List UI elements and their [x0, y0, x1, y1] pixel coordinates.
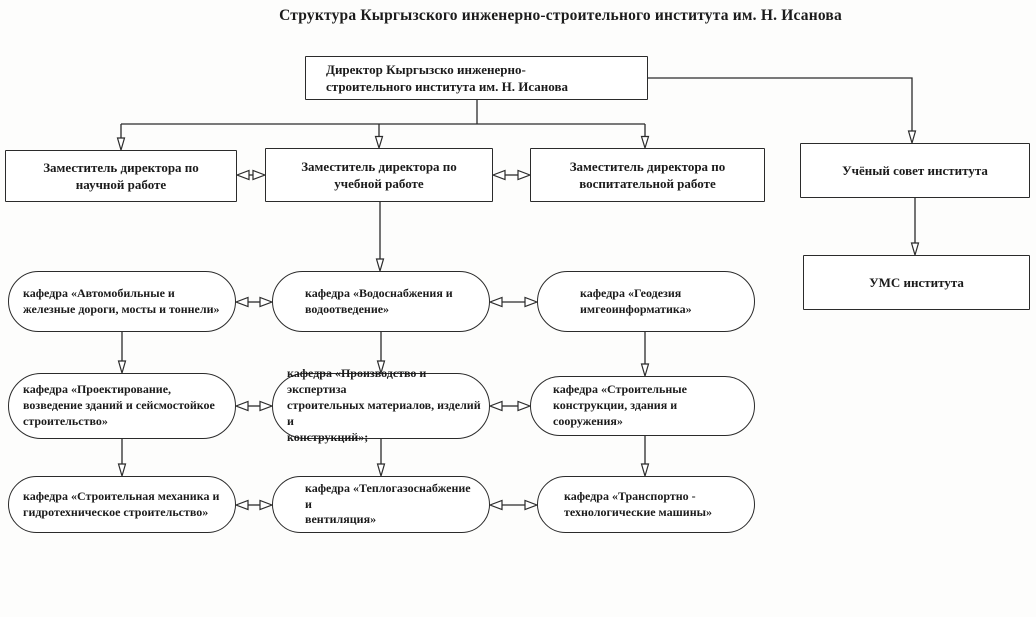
node-director: Директор Кыргызско инженерно- строительн…: [305, 56, 648, 100]
node-dept-water: кафедра «Водоснабжения и водоотведение»: [272, 271, 490, 332]
down-arrowhead-icons: [116, 130, 920, 479]
node-dept-roads: кафедра «Автомобильные и железные дороги…: [8, 271, 236, 332]
node-deputy-science: Заместитель директора по научной работе: [5, 150, 237, 202]
node-deputy-upbringing: Заместитель директора по воспитательной …: [530, 148, 765, 202]
connector-director-to-council: [648, 77, 913, 131]
double-arrow-lines: [248, 174, 525, 506]
node-deputy-study: Заместитель директора по учебной работе: [265, 148, 493, 202]
connector-director-to-deputies: [120, 100, 646, 138]
node-dept-transport: кафедра «Транспортно - технологические м…: [537, 476, 755, 533]
node-ums: УМС института: [803, 255, 1030, 310]
node-dept-design: кафедра «Проектирование, возведение здан…: [8, 373, 236, 439]
node-dept-constructions: кафедра «Строительные конструкции, здани…: [530, 376, 755, 436]
node-dept-materials: кафедра «Производство и экспертиза строи…: [272, 366, 490, 444]
horizontal-arrowhead-icons: [234, 169, 539, 511]
node-dept-mechanics: кафедра «Строительная механика и гидроте…: [8, 476, 236, 533]
node-academic-council: Учёный совет института: [800, 143, 1030, 198]
node-dept-geodesy: кафедра «Геодезия имгеоинформатика»: [537, 271, 755, 332]
node-dept-heat: кафедра «Теплогазоснабжение и вентиляция…: [272, 476, 490, 533]
chart-title: Структура Кыргызского инженерно-строител…: [279, 7, 842, 24]
